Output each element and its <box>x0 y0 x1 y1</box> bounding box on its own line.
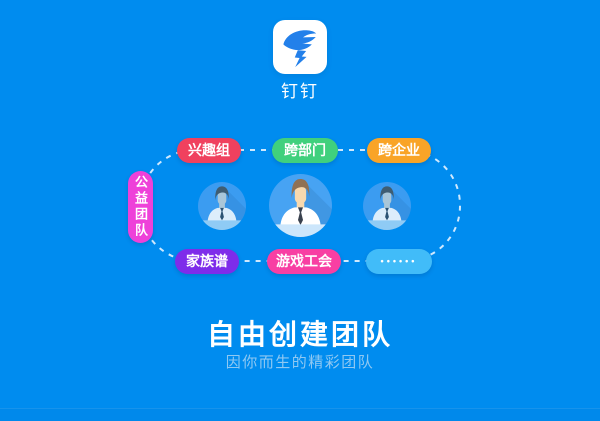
pill-game-guild: 游戏工会 <box>267 249 341 274</box>
app-name-label: 钉钉 <box>281 82 319 101</box>
pill-family-tree: 家族谱 <box>175 249 239 274</box>
pill-cross-department: 跨部门 <box>272 138 338 163</box>
pill-more-dots: •••••• <box>366 249 432 274</box>
app-logo-tile <box>273 20 327 74</box>
pill-interest-group: 兴趣组 <box>177 138 241 163</box>
person-icon <box>269 174 332 237</box>
dingtalk-wing-icon <box>283 30 317 68</box>
pill-cross-enterprise: 跨企业 <box>367 138 431 163</box>
avatar-center <box>269 174 332 237</box>
slide-title: 自由创建团队 <box>206 319 393 350</box>
avatar-right <box>363 182 411 230</box>
avatar-left <box>198 182 246 230</box>
person-icon <box>363 182 411 230</box>
footer-strip <box>0 408 600 421</box>
pill-charity-team: 公益团队 <box>128 171 153 243</box>
slide-subtitle: 因你而生的精彩团队 <box>225 354 375 371</box>
person-icon <box>198 182 246 230</box>
